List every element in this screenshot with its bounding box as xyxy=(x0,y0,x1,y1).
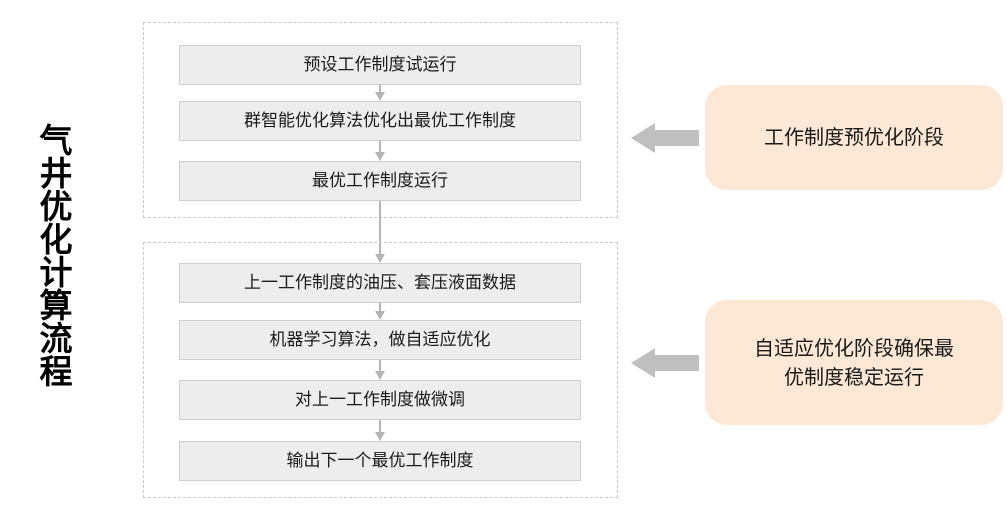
arrowhead-down-icon xyxy=(375,92,385,101)
phase-group-adaptive-optimization xyxy=(143,242,618,498)
callout-label-line1: 自适应优化阶段确保最 xyxy=(754,335,954,360)
process-step-box[interactable]: 输出下一个最优工作制度 xyxy=(179,441,581,481)
process-step-box[interactable]: 对上一工作制度做微调 xyxy=(179,380,581,420)
callout-pointer-left-arrow-icon xyxy=(631,123,699,153)
arrowhead-down-icon xyxy=(375,371,385,380)
callout-pointer-left-arrow-icon xyxy=(631,348,699,378)
callout-label: 工作制度预优化阶段 xyxy=(764,125,944,149)
page-title: 气井优化计算流程 xyxy=(34,123,73,387)
process-step-box[interactable]: 最优工作制度运行 xyxy=(179,161,581,201)
callout-pre-optimization: 工作制度预优化阶段 xyxy=(705,85,1003,190)
flow-connector-arrow xyxy=(375,141,385,161)
flow-connector-arrow xyxy=(375,420,385,441)
arrowhead-down-icon xyxy=(375,152,385,161)
flow-connector-arrow xyxy=(375,85,385,101)
arrow-shaft xyxy=(653,355,699,371)
flow-connector-arrow-between-groups xyxy=(375,201,385,263)
process-step-box[interactable]: 预设工作制度试运行 xyxy=(179,45,581,85)
arrowhead-down-icon xyxy=(375,311,385,320)
arrow-shaft xyxy=(653,130,699,146)
flow-connector-arrow xyxy=(375,360,385,380)
process-step-box[interactable]: 机器学习算法，做自适应优化 xyxy=(179,320,581,360)
arrow-tip xyxy=(631,123,655,153)
callout-adaptive-optimization: 自适应优化阶段确保最 优制度稳定运行 xyxy=(705,300,1003,425)
arrowhead-down-icon xyxy=(375,432,385,441)
arrowhead-down-icon xyxy=(375,254,385,263)
process-step-box[interactable]: 上一工作制度的油压、套压液面数据 xyxy=(179,263,581,303)
process-step-box[interactable]: 群智能优化算法优化出最优工作制度 xyxy=(179,101,581,141)
callout-label: 自适应优化阶段确保最 优制度稳定运行 xyxy=(754,334,954,392)
arrow-tip xyxy=(631,348,655,378)
callout-label-line2: 优制度稳定运行 xyxy=(784,364,924,389)
flow-connector-arrow xyxy=(375,303,385,320)
